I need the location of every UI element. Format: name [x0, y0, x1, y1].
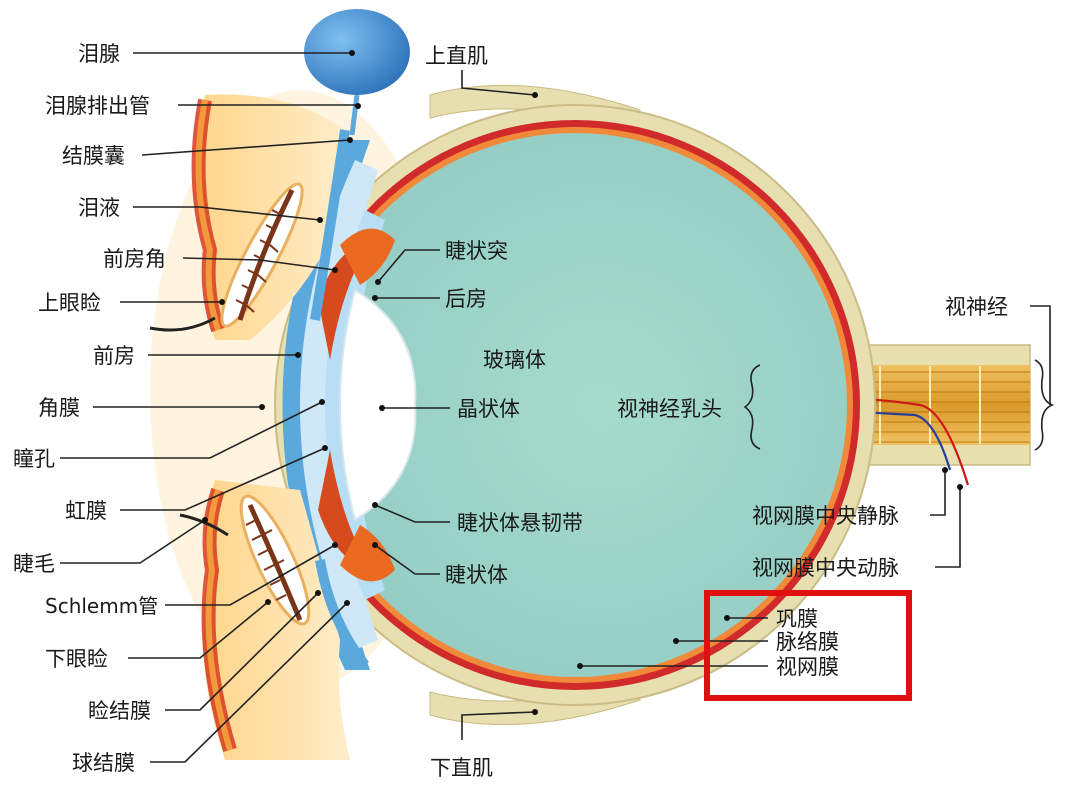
label-inferior-rectus: 下直肌 — [430, 756, 493, 780]
label-retina: 视网膜 — [776, 655, 839, 679]
label-lower-eyelid: 下眼睑 — [45, 647, 108, 671]
label-conjunctival-sac: 结膜囊 — [62, 144, 125, 168]
label-cornea: 角膜 — [38, 396, 80, 420]
label-schlemm-canal: Schlemm管 — [45, 594, 158, 618]
label-central-retinal-artery: 视网膜中央动脉 — [752, 556, 899, 580]
label-pupil: 瞳孔 — [13, 447, 55, 471]
right-leaders — [372, 70, 1055, 740]
label-iris: 虹膜 — [65, 499, 107, 523]
label-bulbar-conjunctiva: 球结膜 — [72, 751, 135, 775]
label-vitreous-body: 玻璃体 — [483, 348, 546, 372]
label-eyelash: 睫毛 — [13, 552, 55, 576]
label-lens: 晶状体 — [457, 397, 520, 421]
lower-eyelid-shape — [179, 480, 369, 760]
label-palpebral-conjunctiva: 睑结膜 — [88, 699, 151, 723]
lens-shape — [339, 288, 417, 522]
label-tears: 泪液 — [78, 196, 120, 220]
label-posterior-chamber: 后房 — [445, 287, 487, 311]
label-zonule: 睫状体悬韧带 — [457, 511, 583, 535]
label-superior-rectus: 上直肌 — [425, 44, 488, 68]
label-anterior-chamber-angle: 前房角 — [103, 247, 166, 271]
iris-and-ciliary — [318, 228, 395, 582]
label-anterior-chamber: 前房 — [93, 344, 135, 368]
label-sclera: 巩膜 — [776, 607, 818, 631]
label-ciliary-body: 睫状体 — [445, 563, 508, 587]
lacrimal-gland-icon — [304, 9, 410, 136]
label-ciliary-process: 睫状突 — [445, 239, 508, 263]
label-lacrimal-duct: 泪腺排出管 — [45, 94, 150, 118]
label-central-retinal-vein: 视网膜中央静脉 — [752, 504, 899, 528]
left-leaders — [60, 50, 361, 763]
label-optic-nerve: 视神经 — [945, 295, 1008, 319]
eyeball — [274, 104, 876, 706]
label-choroid: 脉络膜 — [776, 630, 839, 654]
label-optic-disc: 视神经乳头 — [617, 397, 722, 421]
label-lacrimal-gland: 泪腺 — [78, 42, 120, 66]
highlight-box — [704, 590, 912, 701]
label-upper-eyelid: 上眼睑 — [38, 291, 101, 315]
